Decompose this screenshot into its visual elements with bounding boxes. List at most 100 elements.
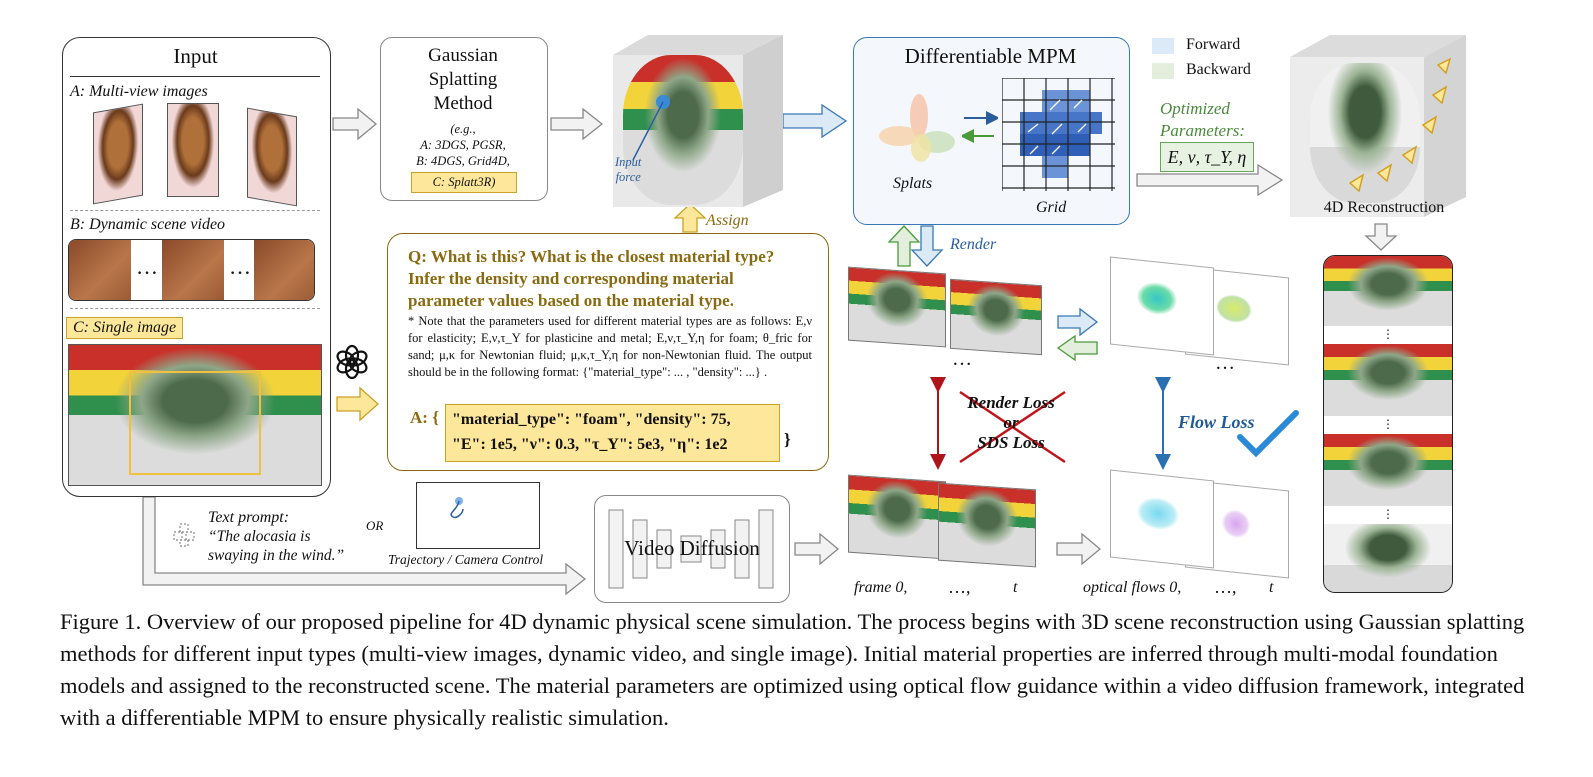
input-force-label-1: Input	[615, 155, 642, 169]
input-title-rule	[70, 76, 320, 77]
gs-line-c: C: Splatt3R)	[411, 172, 517, 193]
qa-note: * Note that the parameters used for diff…	[408, 314, 812, 379]
legend-backward-label: Backward	[1186, 61, 1251, 78]
recon-label: 4D Reconstruction	[1323, 199, 1445, 216]
video-diffusion-label: Video Diffusion	[624, 536, 760, 560]
gs-examples: (e.g., A: 3DGS, PGSR, B: 4DGS, Grid4D,	[380, 121, 546, 169]
flow0-label: optical flows 0,	[1083, 579, 1182, 596]
video-dots-2: …	[229, 254, 251, 279]
arrow-input-to-gs	[332, 107, 378, 141]
text-prompt-label: Text prompt:	[208, 509, 290, 526]
arrow-render-forward	[910, 225, 944, 267]
flow-blob-top-back	[1216, 292, 1252, 325]
camera-trajectory-icons	[1348, 57, 1452, 193]
qa-answer-suffix: }	[784, 430, 791, 449]
recon-plant	[1310, 63, 1420, 203]
optimized-label: Optimized Parameters:	[1160, 98, 1245, 142]
mpm-title: Differentiable MPM	[904, 44, 1077, 68]
gs-title-line3: Method	[433, 93, 493, 114]
flow-sheet-bottom-front	[1110, 469, 1214, 569]
arrow-flow-to-frames	[1056, 334, 1098, 362]
splats-illustration	[879, 94, 955, 162]
arrow-assign	[673, 203, 707, 233]
mpm-forward-backward-arrows	[962, 111, 998, 143]
render-loss-cross	[959, 390, 1066, 464]
trajectory-curve	[450, 497, 464, 519]
arrow-frames-to-flows-bottom	[1056, 532, 1102, 566]
optimized-label-2: Parameters:	[1160, 121, 1245, 140]
gs-title: Gaussian Splatting Method	[380, 44, 546, 116]
qa-answer-line1: "material_type": "foam", "density": 75,	[452, 411, 731, 428]
text-prompt-icon	[173, 523, 195, 547]
multiview-image-3	[247, 107, 297, 207]
recon-dots-3: ⋮	[1382, 507, 1394, 521]
recon-dots-1: ⋮	[1382, 327, 1394, 341]
arrow-recon-down	[1364, 223, 1398, 251]
arrow-scene-to-mpm	[782, 103, 848, 139]
arrow-diffusion-to-frames	[794, 532, 840, 566]
flow-blob-bottom-front	[1137, 495, 1179, 532]
arrow-input-to-diffusion	[142, 496, 587, 596]
recon-cube: 4D Reconstruction	[1290, 35, 1466, 217]
recon-frame-2	[1324, 344, 1452, 416]
scene-cube: Input force	[613, 35, 783, 207]
divider-b-c	[70, 308, 320, 309]
recon-dots-2: ⋮	[1382, 417, 1394, 431]
flow-blob-bottom-back	[1222, 508, 1250, 540]
qa-answer-box: "material_type": "foam", "density": 75, …	[445, 404, 780, 462]
flow-dots-label: …,	[1214, 577, 1237, 597]
gs-eg: (e.g.,	[450, 122, 476, 136]
optimized-params: E, ν, τ_Y, η	[1160, 142, 1254, 172]
legend-forward-swatch	[1152, 38, 1174, 54]
video-diffusion-box: Video Diffusion	[594, 495, 790, 603]
trajectory-label: Trajectory / Camera Control	[388, 552, 544, 567]
flow-loss-label: Flow Loss	[1178, 412, 1255, 432]
unet-illustration	[608, 509, 774, 589]
flow-loss-check	[1237, 410, 1299, 458]
legend-backward-swatch	[1152, 63, 1174, 79]
text-prompt-line1: “The alocasia is	[208, 528, 311, 545]
render-loss-label: Render Loss or SDS Loss	[956, 393, 1066, 453]
text-prompt: Text prompt: “The alocasia is swaying in…	[208, 508, 344, 565]
render-label: Render	[950, 236, 997, 253]
single-image-bbox	[129, 371, 261, 475]
flow-t-label: t	[1269, 579, 1274, 596]
grid-illustration	[1001, 77, 1115, 191]
label-single-image: C: Single image	[66, 317, 184, 339]
recon-frame-4	[1324, 524, 1452, 592]
single-image	[68, 344, 322, 486]
assign-label: Assign	[706, 212, 749, 229]
generated-frame-2	[938, 482, 1036, 568]
frame-t-label: t	[1013, 579, 1018, 596]
frame0-label: frame 0,	[854, 579, 908, 596]
gs-line-a: A: 3DGS, PGSR,	[420, 138, 506, 152]
render-frames-dots: …	[952, 348, 972, 370]
arrow-render-backward	[887, 225, 921, 267]
flow-blob-top-front	[1137, 280, 1177, 317]
qa-answer-prefix-text: A: {	[410, 408, 439, 427]
render-frame-2	[950, 278, 1042, 356]
render-loss-or: or	[1003, 413, 1019, 432]
input-force-arrow	[632, 95, 670, 161]
qa-answer-prefix: A: {	[410, 408, 439, 428]
video-strip: … …	[68, 239, 315, 301]
label-dynamic-video: B: Dynamic scene video	[70, 216, 226, 233]
qa-question: Q: What is this? What is the closest mat…	[408, 247, 775, 310]
splats-label: Splats	[893, 175, 933, 192]
flow-sheet-top-front	[1110, 256, 1214, 356]
render-loss-text: Render Loss	[967, 393, 1055, 412]
legend-forward-label: Forward	[1186, 36, 1241, 53]
gs-line-b: B: 4DGS, Grid4D,	[416, 154, 510, 168]
gs-title-line1: Gaussian	[428, 45, 498, 66]
arrow-llm-to-qa	[336, 386, 379, 422]
qa-answer-lines: "material_type": "foam", "density": 75, …	[446, 405, 779, 459]
arrow-gs-to-scene	[550, 107, 604, 141]
gs-title-line2: Splatting	[428, 69, 498, 90]
qa-answer-line2: "E": 1e5, "ν": 0.3, "τ_Y": 5e3, "η": 1e2	[452, 436, 728, 453]
arrow-frames-to-flow	[1057, 307, 1099, 337]
multiview-image-1	[93, 103, 143, 205]
multiview-image-2	[167, 103, 219, 197]
optimized-label-1: Optimized	[1160, 99, 1230, 118]
render-frame-1	[848, 266, 946, 348]
